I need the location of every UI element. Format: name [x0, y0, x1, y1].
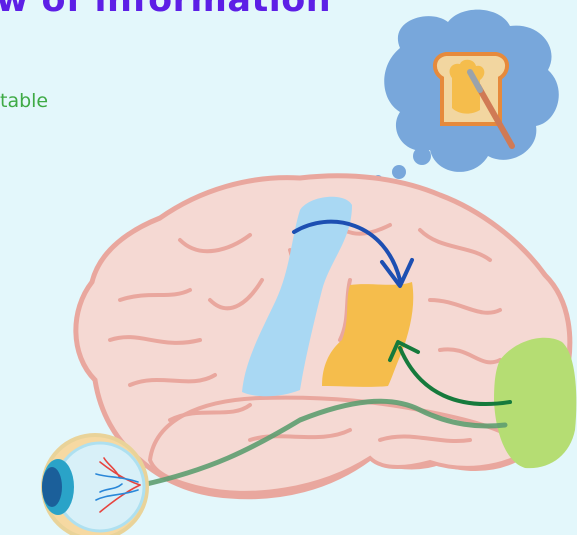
thought-dot-medium: [392, 165, 406, 179]
eye-icon: [42, 435, 147, 535]
thought-cloud: [373, 10, 559, 185]
brain: [76, 176, 577, 497]
